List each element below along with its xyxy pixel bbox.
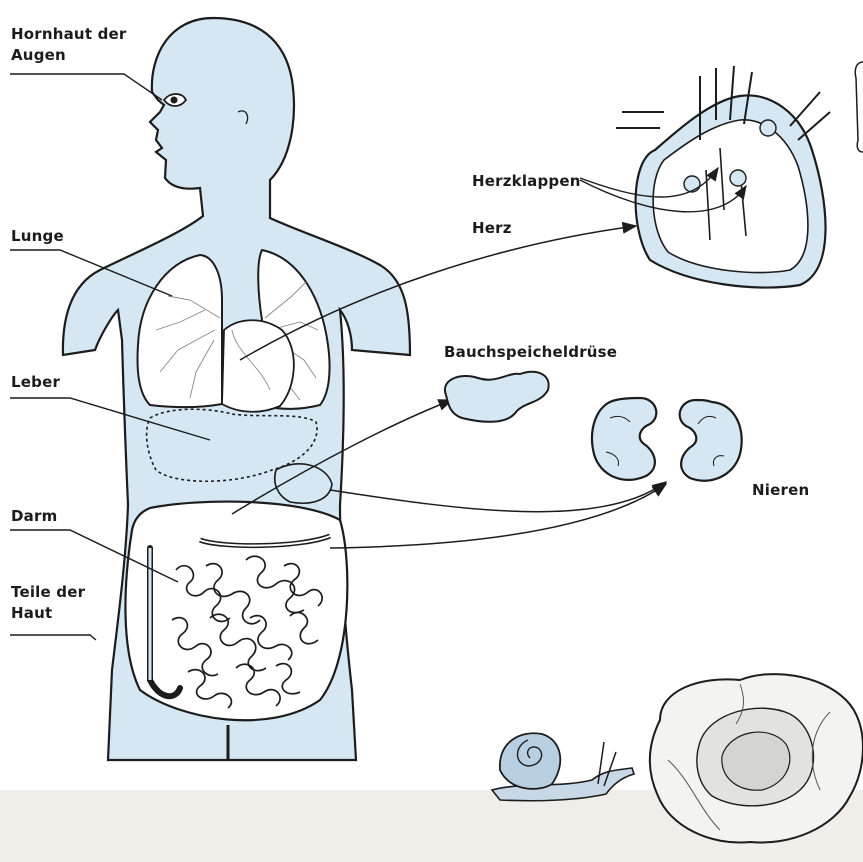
label-pancreas: Bauchspeicheldrüse (444, 342, 617, 363)
heart-detail (580, 66, 830, 288)
label-liver: Leber (11, 372, 60, 393)
label-intestine: Darm (11, 506, 57, 527)
label-lung: Lunge (11, 226, 64, 247)
lettuce-head (650, 674, 863, 842)
pancreas-detail (445, 372, 549, 422)
label-skin: Teile der Haut (11, 582, 111, 624)
label-heart-valves: Herzklappen (472, 171, 581, 192)
label-cornea: Hornhaut der Augen (11, 24, 161, 66)
eye-iris (171, 97, 178, 104)
label-kidneys: Nieren (752, 480, 809, 501)
kidneys-detail (592, 398, 742, 481)
label-heart: Herz (472, 218, 512, 239)
bone-partial (855, 62, 863, 152)
